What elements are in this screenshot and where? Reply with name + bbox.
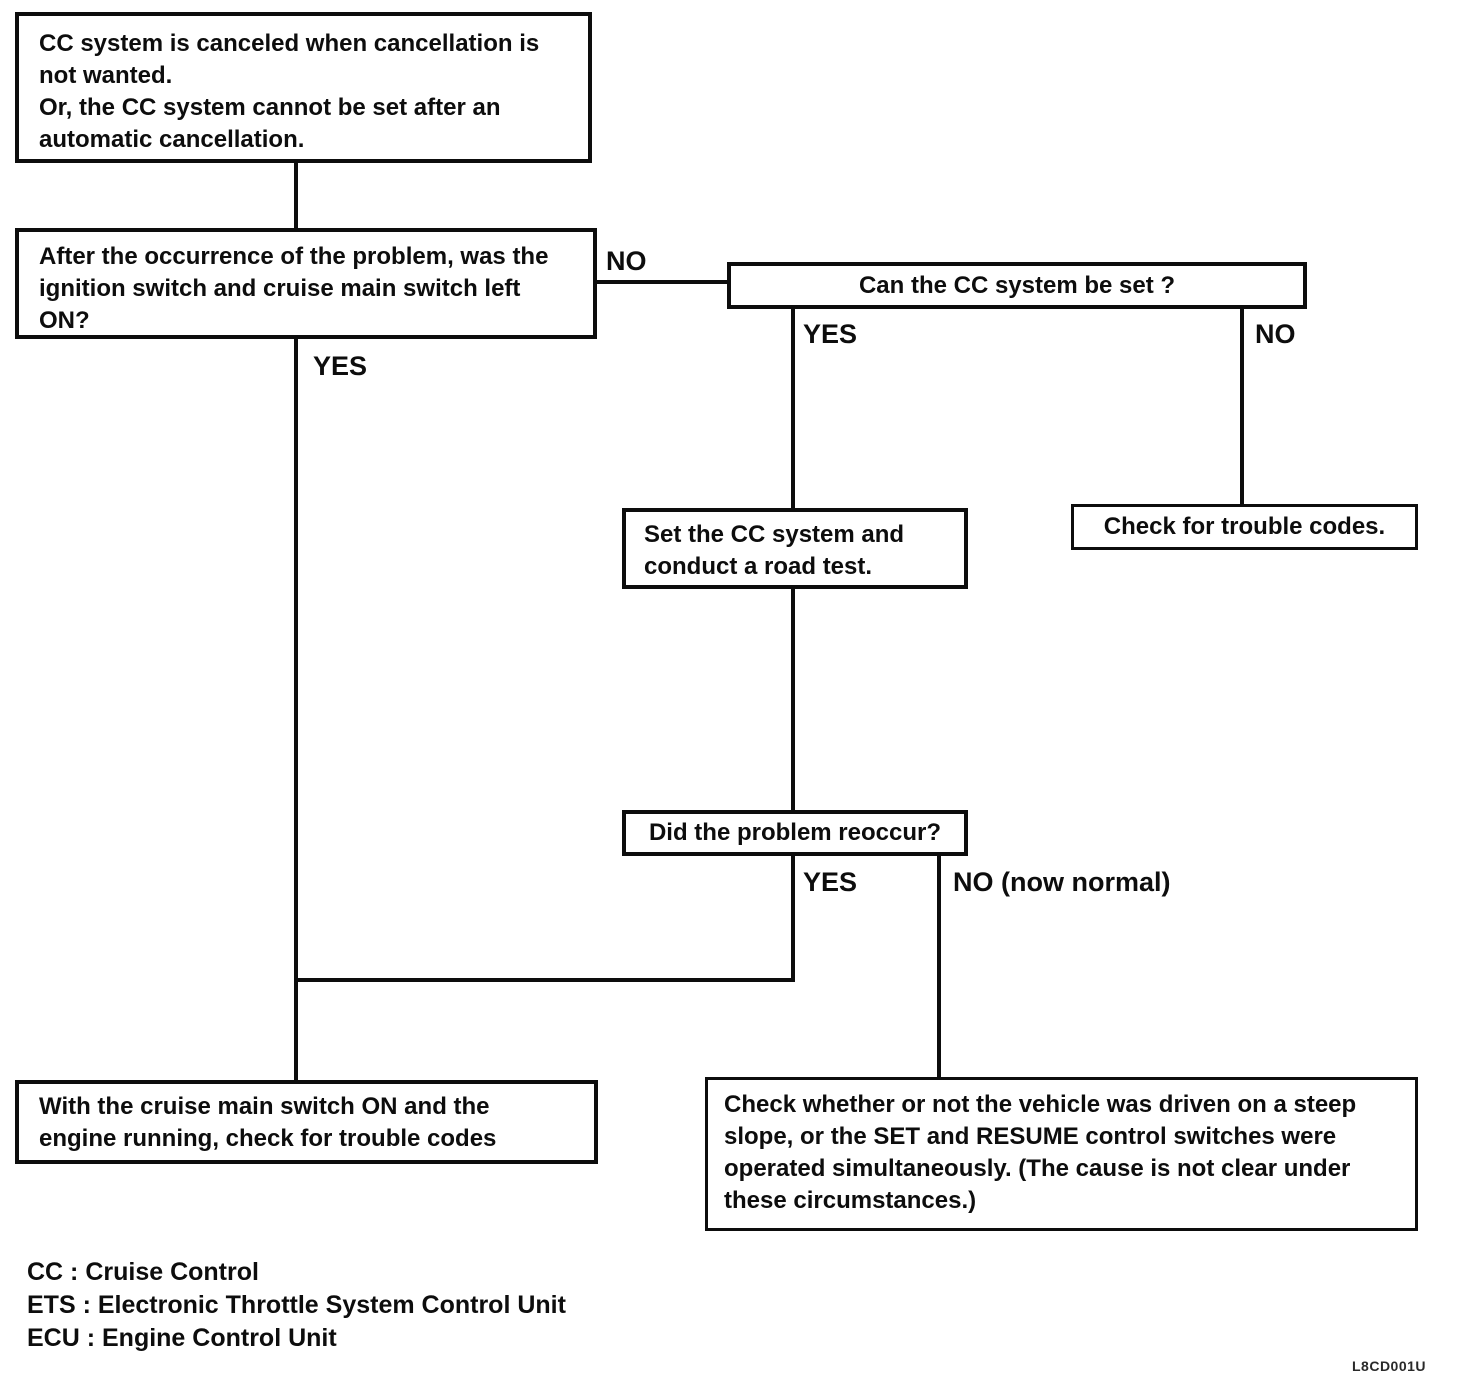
label-no-reoccur-now-normal: NO (now normal) bbox=[953, 867, 1171, 897]
node-action-check-codes-engine-running: With the cruise main switch ON and the e… bbox=[15, 1080, 598, 1164]
connector-ignition-yes-to-engine-codes bbox=[294, 338, 298, 1081]
label-yes-can-set: YES bbox=[803, 319, 858, 349]
label-yes-reoccur: YES bbox=[803, 867, 858, 897]
connector-ignition-no-to-canset bbox=[596, 280, 728, 284]
legend-line-ets: ETS : Electronic Throttle System Control… bbox=[27, 1291, 566, 1319]
legend-line-ecu: ECU : Engine Control Unit bbox=[27, 1324, 337, 1352]
node-action-check-trouble-codes: Check for trouble codes. bbox=[1071, 504, 1418, 550]
connector-reoccur-yes-merge-left bbox=[294, 978, 795, 982]
node-question-ignition-switch: After the occurrence of the problem, was… bbox=[15, 228, 597, 339]
label-no-can-set: NO bbox=[1255, 319, 1296, 349]
node-question-can-cc-be-set: Can the CC system be set ? bbox=[727, 262, 1307, 309]
node-action-check-steep-slope: Check whether or not the vehicle was dri… bbox=[705, 1077, 1418, 1231]
connector-canset-no-to-trouble-codes bbox=[1240, 308, 1244, 505]
connector-reoccur-no-to-steep-slope bbox=[937, 855, 941, 1078]
node-problem-statement: CC system is canceled when cancellation … bbox=[15, 12, 592, 163]
figure-code: L8CD001U bbox=[1352, 1358, 1427, 1374]
connector-start-to-ignition bbox=[294, 162, 298, 229]
node-question-problem-reoccur: Did the problem reoccur? bbox=[622, 810, 968, 856]
label-yes-ignition: YES bbox=[313, 351, 368, 381]
connector-roadtest-to-reoccur bbox=[791, 588, 795, 811]
connector-canset-yes-to-roadtest bbox=[791, 308, 795, 509]
legend-line-cc: CC : Cruise Control bbox=[27, 1258, 259, 1286]
node-action-road-test: Set the CC system and conduct a road tes… bbox=[622, 508, 968, 589]
connector-reoccur-yes-down bbox=[791, 855, 795, 982]
label-no-ignition: NO bbox=[606, 246, 647, 276]
abbreviation-legend: CC : Cruise Control ETS : Electronic Thr… bbox=[27, 1256, 566, 1355]
